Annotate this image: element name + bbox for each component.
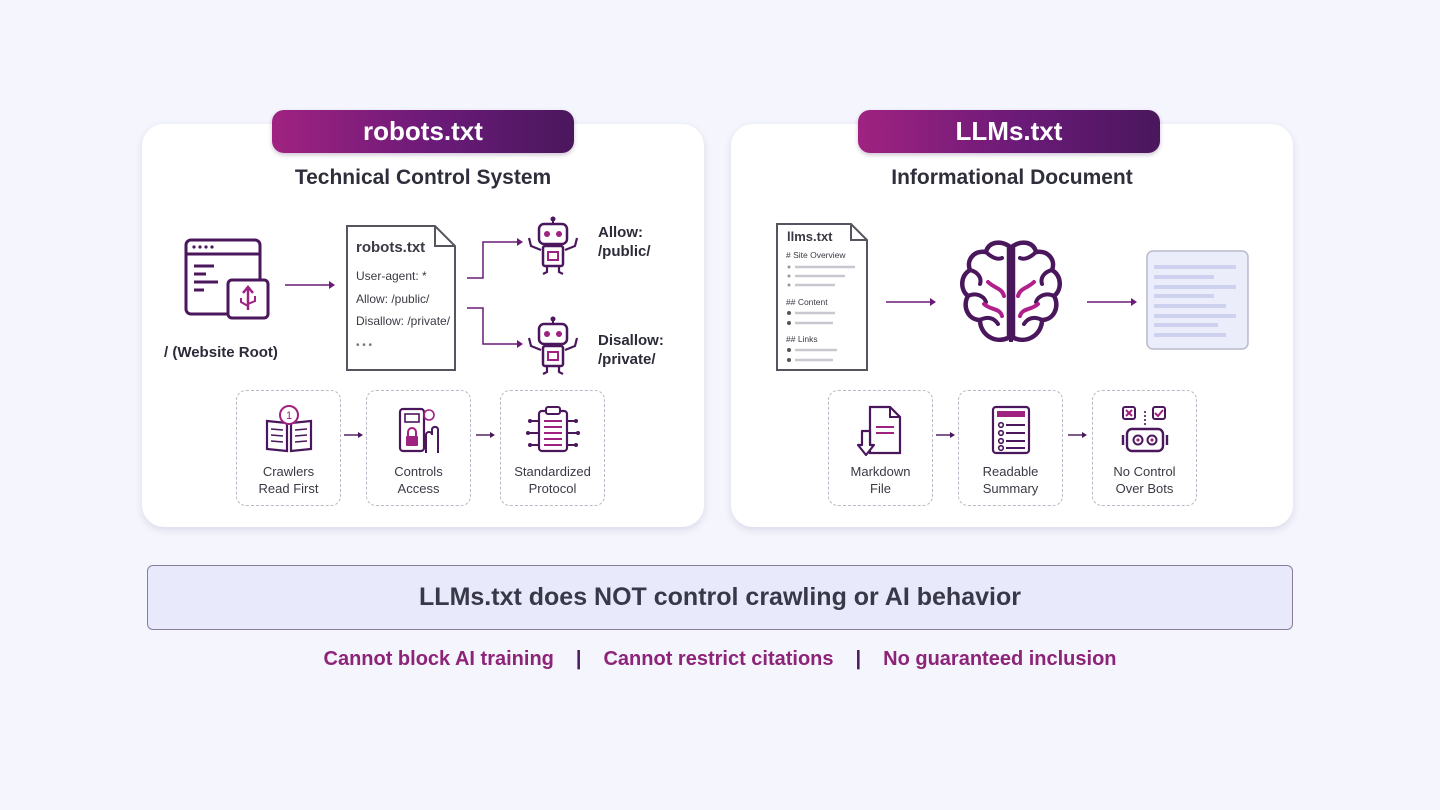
robots-subtitle: Technical Control System	[294, 166, 552, 189]
feature-crawlers-read-first: 1 Crawlers Read First	[236, 390, 341, 506]
disallow-rule: Disallow: /private/	[598, 331, 664, 369]
robots-file-line: Disallow: /private/	[356, 314, 451, 328]
feature-standardized-protocol: Standardized Protocol	[500, 390, 605, 506]
protocol-clipboard-icon	[525, 406, 580, 453]
robots-title-pill: robots.txt	[272, 110, 574, 153]
robot-disallow-icon	[527, 316, 579, 375]
arrow-icon	[936, 432, 955, 438]
feature-label-line: File	[870, 481, 891, 496]
feature-label-line: Access	[397, 481, 440, 496]
llms-file-section: # Site Overview	[786, 250, 846, 260]
limitations-row: Cannot block AI training | Cannot restri…	[0, 648, 1440, 671]
separator: |	[575, 648, 582, 670]
llms-title-pill: LLMs.txt	[858, 110, 1160, 153]
brain-icon	[960, 240, 1062, 342]
book-first-icon: 1	[265, 405, 312, 453]
feature-label-line: Standardized	[514, 464, 591, 479]
website-root-icon	[184, 238, 270, 320]
access-control-icon	[398, 407, 439, 453]
feature-label-line: Controls	[394, 464, 443, 479]
arrow-icon	[886, 298, 936, 306]
robots-file-ellipsis: • • •	[356, 340, 373, 351]
arrow-icon	[285, 281, 335, 289]
llms-subtitle: Informational Document	[891, 166, 1133, 189]
markdown-file-icon	[856, 405, 901, 457]
llms-file-name: llms.txt	[787, 229, 833, 244]
llms-file-icon	[776, 223, 868, 371]
checklist-icon	[991, 405, 1030, 455]
robots-file-icon	[346, 225, 456, 371]
disallow-label: Disallow:	[598, 332, 664, 349]
feature-label-line: Markdown	[850, 464, 911, 479]
allow-label: Allow:	[598, 224, 643, 241]
arrow-icon	[344, 432, 363, 438]
feature-label: Readable Summary	[959, 463, 1062, 497]
feature-label: No Control Over Bots	[1093, 463, 1196, 497]
robots-file-line: User-agent: *	[356, 269, 427, 283]
feature-controls-access: Controls Access	[366, 390, 471, 506]
arrow-icon	[1068, 432, 1087, 438]
branch-arrows	[467, 238, 523, 348]
limitation-item: No guaranteed inclusion	[883, 648, 1117, 670]
summary-document-icon	[1146, 250, 1249, 350]
allow-rule: Allow: /public/	[598, 223, 651, 261]
llms-file-section: ## Content	[786, 297, 828, 307]
feature-label-line: Crawlers	[262, 464, 315, 479]
robot-allow-icon	[527, 216, 579, 275]
feature-label-line: Read First	[258, 481, 319, 496]
feature-no-control-over-bots: No Control Over Bots	[1092, 390, 1197, 506]
robots-file-line: Allow: /public/	[356, 292, 430, 306]
feature-label: Crawlers Read First	[237, 463, 340, 497]
limitation-item: Cannot restrict citations	[603, 648, 834, 670]
limitation-item: Cannot block AI training	[323, 648, 554, 670]
feature-label-line: Protocol	[528, 481, 577, 496]
robots-file-name: robots.txt	[356, 239, 426, 256]
disallow-path: /private/	[598, 351, 656, 368]
llms-file-section: ## Links	[786, 334, 818, 344]
feature-label-line: Readable	[982, 464, 1039, 479]
robot-x-check-icon	[1121, 406, 1168, 453]
feature-label: Controls Access	[367, 463, 470, 497]
separator: |	[855, 648, 862, 670]
allow-path: /public/	[598, 243, 651, 260]
feature-label: Standardized Protocol	[501, 463, 604, 497]
feature-label-line: Summary	[982, 481, 1039, 496]
svg-text:1: 1	[285, 410, 291, 422]
arrow-icon	[476, 432, 495, 438]
feature-readable-summary: Readable Summary	[958, 390, 1063, 506]
feature-label-line: No Control	[1113, 464, 1176, 479]
feature-label-line: Over Bots	[1115, 481, 1174, 496]
feature-markdown-file: Markdown File	[828, 390, 933, 506]
feature-label: Markdown File	[829, 463, 932, 497]
notice-banner: LLMs.txt does NOT control crawling or AI…	[147, 565, 1293, 630]
arrow-icon	[1087, 298, 1137, 306]
website-root-label: / (Website Root)	[164, 344, 278, 361]
